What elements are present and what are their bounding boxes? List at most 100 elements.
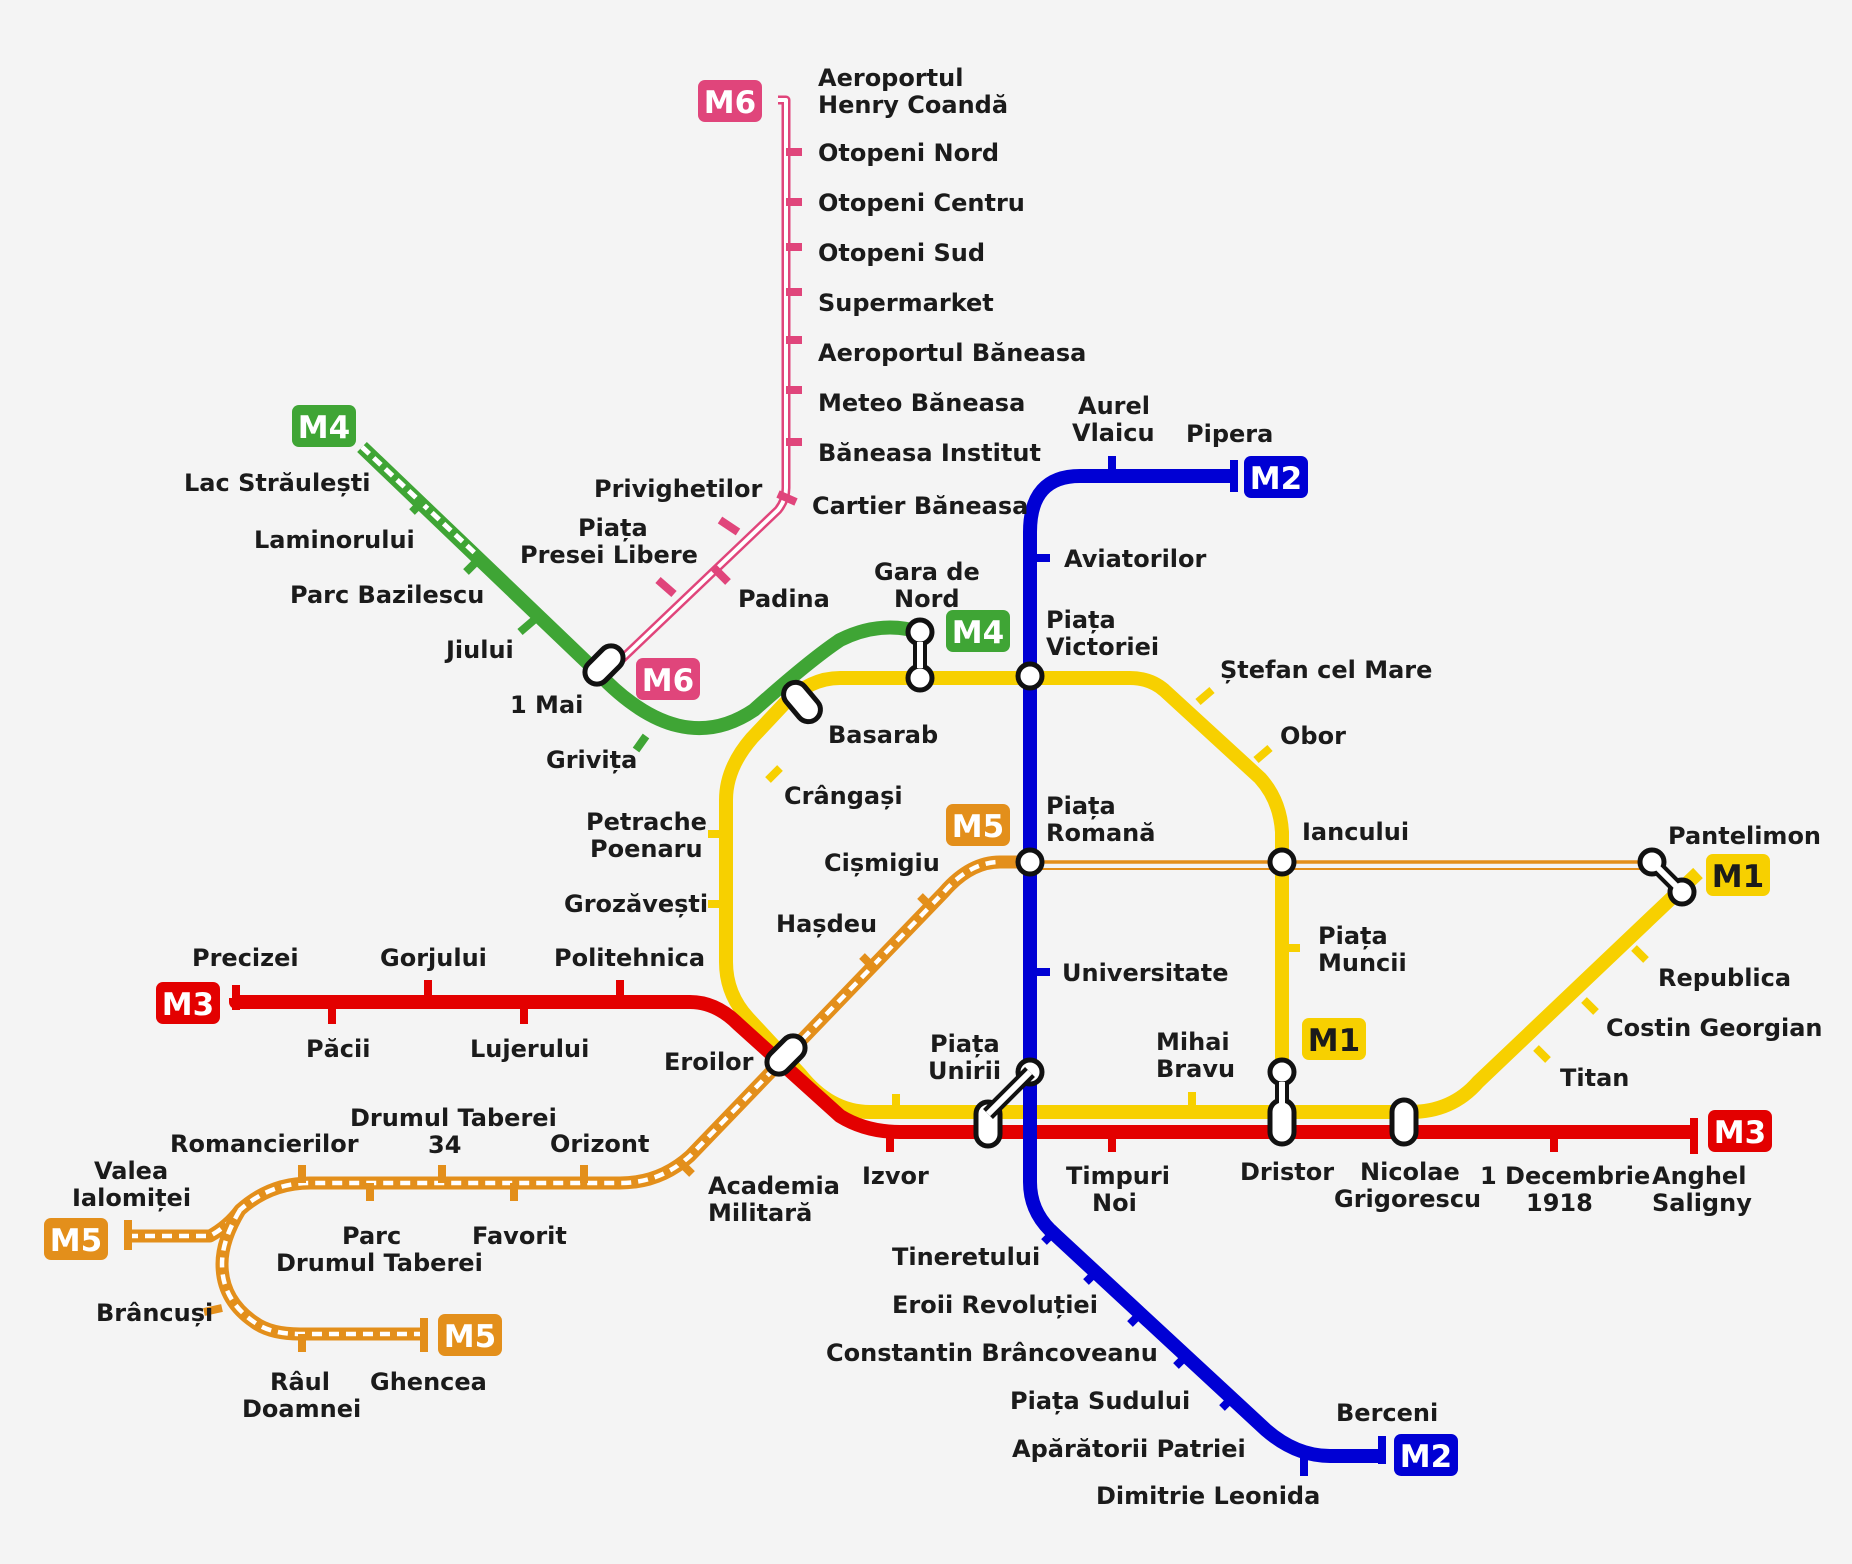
station-grivita[interactable]: Grivița bbox=[546, 746, 637, 774]
station-dimitrie-leonida[interactable]: Dimitrie Leonida bbox=[1096, 1482, 1320, 1510]
station-basarab[interactable]: Basarab bbox=[828, 721, 938, 749]
station-pipera[interactable]: Pipera bbox=[1186, 420, 1273, 448]
station-pantelimon[interactable]: Pantelimon bbox=[1668, 822, 1821, 850]
station-hasdeu[interactable]: Hașdeu bbox=[776, 910, 877, 938]
interchange-dristor[interactable] bbox=[1267, 1097, 1297, 1147]
badge-m2-bottom[interactable]: M2 bbox=[1394, 1434, 1458, 1476]
station-tineretului[interactable]: Tineretului bbox=[892, 1243, 1040, 1271]
interchange-piata-romana[interactable] bbox=[1015, 847, 1045, 877]
station-cartier-baneasa[interactable]: Cartier Băneasa bbox=[812, 492, 1028, 520]
station-romancierilor[interactable]: Romancierilor bbox=[170, 1130, 359, 1158]
station-otopeni-sud[interactable]: Otopeni Sud bbox=[818, 239, 985, 267]
station-raul-doamnei[interactable]: Râul Doamnei bbox=[242, 1368, 361, 1423]
interchange-piata-victoriei[interactable] bbox=[1015, 661, 1045, 691]
station-baneasa-institut[interactable]: Băneasa Institut bbox=[818, 439, 1041, 467]
station-jiului[interactable]: Jiului bbox=[444, 636, 514, 664]
station-dristor[interactable]: Dristor bbox=[1240, 1158, 1334, 1186]
station-piata-unirii[interactable]: Piața Unirii bbox=[928, 1030, 1008, 1085]
interchange-nicolae-grigorescu[interactable] bbox=[1389, 1097, 1419, 1147]
station-favorit[interactable]: Favorit bbox=[472, 1222, 567, 1250]
station-aparatorii-patriei[interactable]: Apărătorii Patriei bbox=[1012, 1435, 1246, 1463]
station-orizont[interactable]: Orizont bbox=[550, 1130, 649, 1158]
station-1-decembrie-1918[interactable]: 1 Decembrie 1918 bbox=[1480, 1162, 1659, 1217]
station-lac-straulesti[interactable]: Lac Străulești bbox=[184, 469, 370, 497]
station-aeroportul-henry-coanda[interactable]: Aeroportul Henry Coandă bbox=[818, 64, 1008, 119]
station-otopeni-nord[interactable]: Otopeni Nord bbox=[818, 139, 999, 167]
station-1-mai[interactable]: 1 Mai bbox=[510, 691, 583, 719]
station-titan[interactable]: Titan bbox=[1560, 1064, 1629, 1092]
station-republica[interactable]: Republica bbox=[1658, 964, 1791, 992]
station-piata-romana[interactable]: Piața Romană bbox=[1046, 792, 1155, 847]
station-nicolae-grigorescu[interactable]: Nicolae Grigorescu bbox=[1334, 1158, 1481, 1213]
badge-m6-top[interactable]: M6 bbox=[698, 80, 762, 122]
station-universitate[interactable]: Universitate bbox=[1062, 959, 1229, 987]
station-berceni[interactable]: Berceni bbox=[1336, 1399, 1438, 1427]
station-gorjului[interactable]: Gorjului bbox=[380, 944, 487, 972]
station-pacii[interactable]: Păcii bbox=[306, 1035, 370, 1063]
badge-m1-mid[interactable]: M1 bbox=[1302, 1018, 1366, 1060]
station-supermarket[interactable]: Supermarket bbox=[818, 289, 994, 317]
station-parc-drumul-taberei[interactable]: Parc Drumul Taberei bbox=[276, 1222, 483, 1277]
station-gara-de-nord[interactable]: Gara de Nord bbox=[874, 558, 988, 613]
badge-m5-mid[interactable]: M5 bbox=[946, 804, 1010, 846]
station-piata-presei-libere[interactable]: Piața Presei Libere bbox=[520, 514, 698, 569]
station-drumul-taberei-34[interactable]: Drumul Taberei 34 bbox=[350, 1104, 565, 1159]
badge-m6-mid[interactable]: M6 bbox=[636, 658, 700, 700]
svg-text:M5: M5 bbox=[444, 1319, 496, 1355]
interchange-eroilor[interactable] bbox=[762, 1031, 810, 1079]
station-aurel-vlaicu[interactable]: Aurel Vlaicu bbox=[1072, 392, 1158, 447]
station-constantin-brancoveanu[interactable]: Constantin Brâncoveanu bbox=[826, 1339, 1158, 1367]
station-academia-militara[interactable]: Academia Militară bbox=[708, 1172, 848, 1227]
station-piata-sudului[interactable]: Piața Sudului bbox=[1010, 1387, 1190, 1415]
station-crangasi[interactable]: Crângași bbox=[784, 782, 903, 810]
svg-text:M1: M1 bbox=[1712, 859, 1764, 895]
badge-m5-left[interactable]: M5 bbox=[44, 1218, 108, 1260]
m1-ticks bbox=[708, 686, 1649, 1112]
interchange-gara-de-nord-bottom[interactable] bbox=[905, 663, 935, 693]
station-eroilor[interactable]: Eroilor bbox=[664, 1048, 754, 1076]
station-aeroportul-baneasa[interactable]: Aeroportul Băneasa bbox=[818, 339, 1086, 367]
badge-m4-mid[interactable]: M4 bbox=[946, 610, 1010, 652]
station-precizei[interactable]: Precizei bbox=[192, 944, 299, 972]
m4-ticks bbox=[409, 497, 650, 753]
badge-m2-top[interactable]: M2 bbox=[1244, 456, 1308, 498]
badge-m5-bottom[interactable]: M5 bbox=[438, 1314, 502, 1356]
interchange-iancului[interactable] bbox=[1267, 847, 1297, 877]
station-costin-georgian[interactable]: Costin Georgian bbox=[1606, 1014, 1823, 1042]
station-brancusi[interactable]: Brâncuși bbox=[96, 1299, 213, 1327]
station-piata-victoriei[interactable]: Piața Victoriei bbox=[1046, 606, 1159, 661]
station-aviatorilor[interactable]: Aviatorilor bbox=[1064, 545, 1207, 573]
badge-m1-right[interactable]: M1 bbox=[1706, 854, 1770, 896]
station-mihai-bravu[interactable]: Mihai Bravu bbox=[1156, 1028, 1238, 1083]
station-iancului[interactable]: Iancului bbox=[1302, 818, 1409, 846]
station-grozavesti[interactable]: Grozăvești bbox=[564, 890, 708, 918]
station-obor[interactable]: Obor bbox=[1280, 722, 1346, 750]
station-timpuri-noi[interactable]: Timpuri Noi bbox=[1066, 1162, 1178, 1217]
station-petrache-poenaru[interactable]: Petrache Poenaru bbox=[586, 808, 715, 863]
badge-m3-right[interactable]: M3 bbox=[1708, 1110, 1772, 1152]
station-lujerului[interactable]: Lujerului bbox=[470, 1035, 589, 1063]
station-meteo-baneasa[interactable]: Meteo Băneasa bbox=[818, 389, 1025, 417]
interchange-1-mai[interactable] bbox=[580, 641, 628, 689]
station-parc-bazilescu[interactable]: Parc Bazilescu bbox=[290, 581, 484, 609]
badge-m4-top[interactable]: M4 bbox=[292, 405, 356, 447]
badge-m3-left[interactable]: M3 bbox=[156, 982, 220, 1024]
station-cismigiu[interactable]: Cișmigiu bbox=[824, 849, 940, 877]
interchange-dristor-2[interactable] bbox=[1267, 1057, 1297, 1087]
svg-text:M6: M6 bbox=[642, 663, 694, 699]
station-anghel-saligny[interactable]: Anghel Saligny bbox=[1652, 1162, 1755, 1217]
station-piata-muncii[interactable]: Piața Muncii bbox=[1318, 922, 1407, 977]
station-stefan-cel-mare[interactable]: Ștefan cel Mare bbox=[1220, 656, 1432, 684]
station-izvor[interactable]: Izvor bbox=[862, 1162, 929, 1190]
station-valea-ialomitei[interactable]: Valea Ialomiței bbox=[72, 1157, 191, 1212]
station-laminorului[interactable]: Laminorului bbox=[254, 526, 415, 554]
station-politehnica[interactable]: Politehnica bbox=[554, 944, 705, 972]
station-padina[interactable]: Padina bbox=[738, 585, 830, 613]
station-otopeni-centru[interactable]: Otopeni Centru bbox=[818, 189, 1025, 217]
line-m4 bbox=[357, 441, 923, 736]
interchange-basarab[interactable] bbox=[779, 677, 826, 726]
station-ghencea[interactable]: Ghencea bbox=[370, 1368, 487, 1396]
station-privighetilor[interactable]: Privighetilor bbox=[594, 475, 762, 503]
interchange-gara-de-nord-top[interactable] bbox=[905, 617, 935, 647]
station-eroii-revolutiei[interactable]: Eroii Revoluției bbox=[892, 1291, 1098, 1319]
